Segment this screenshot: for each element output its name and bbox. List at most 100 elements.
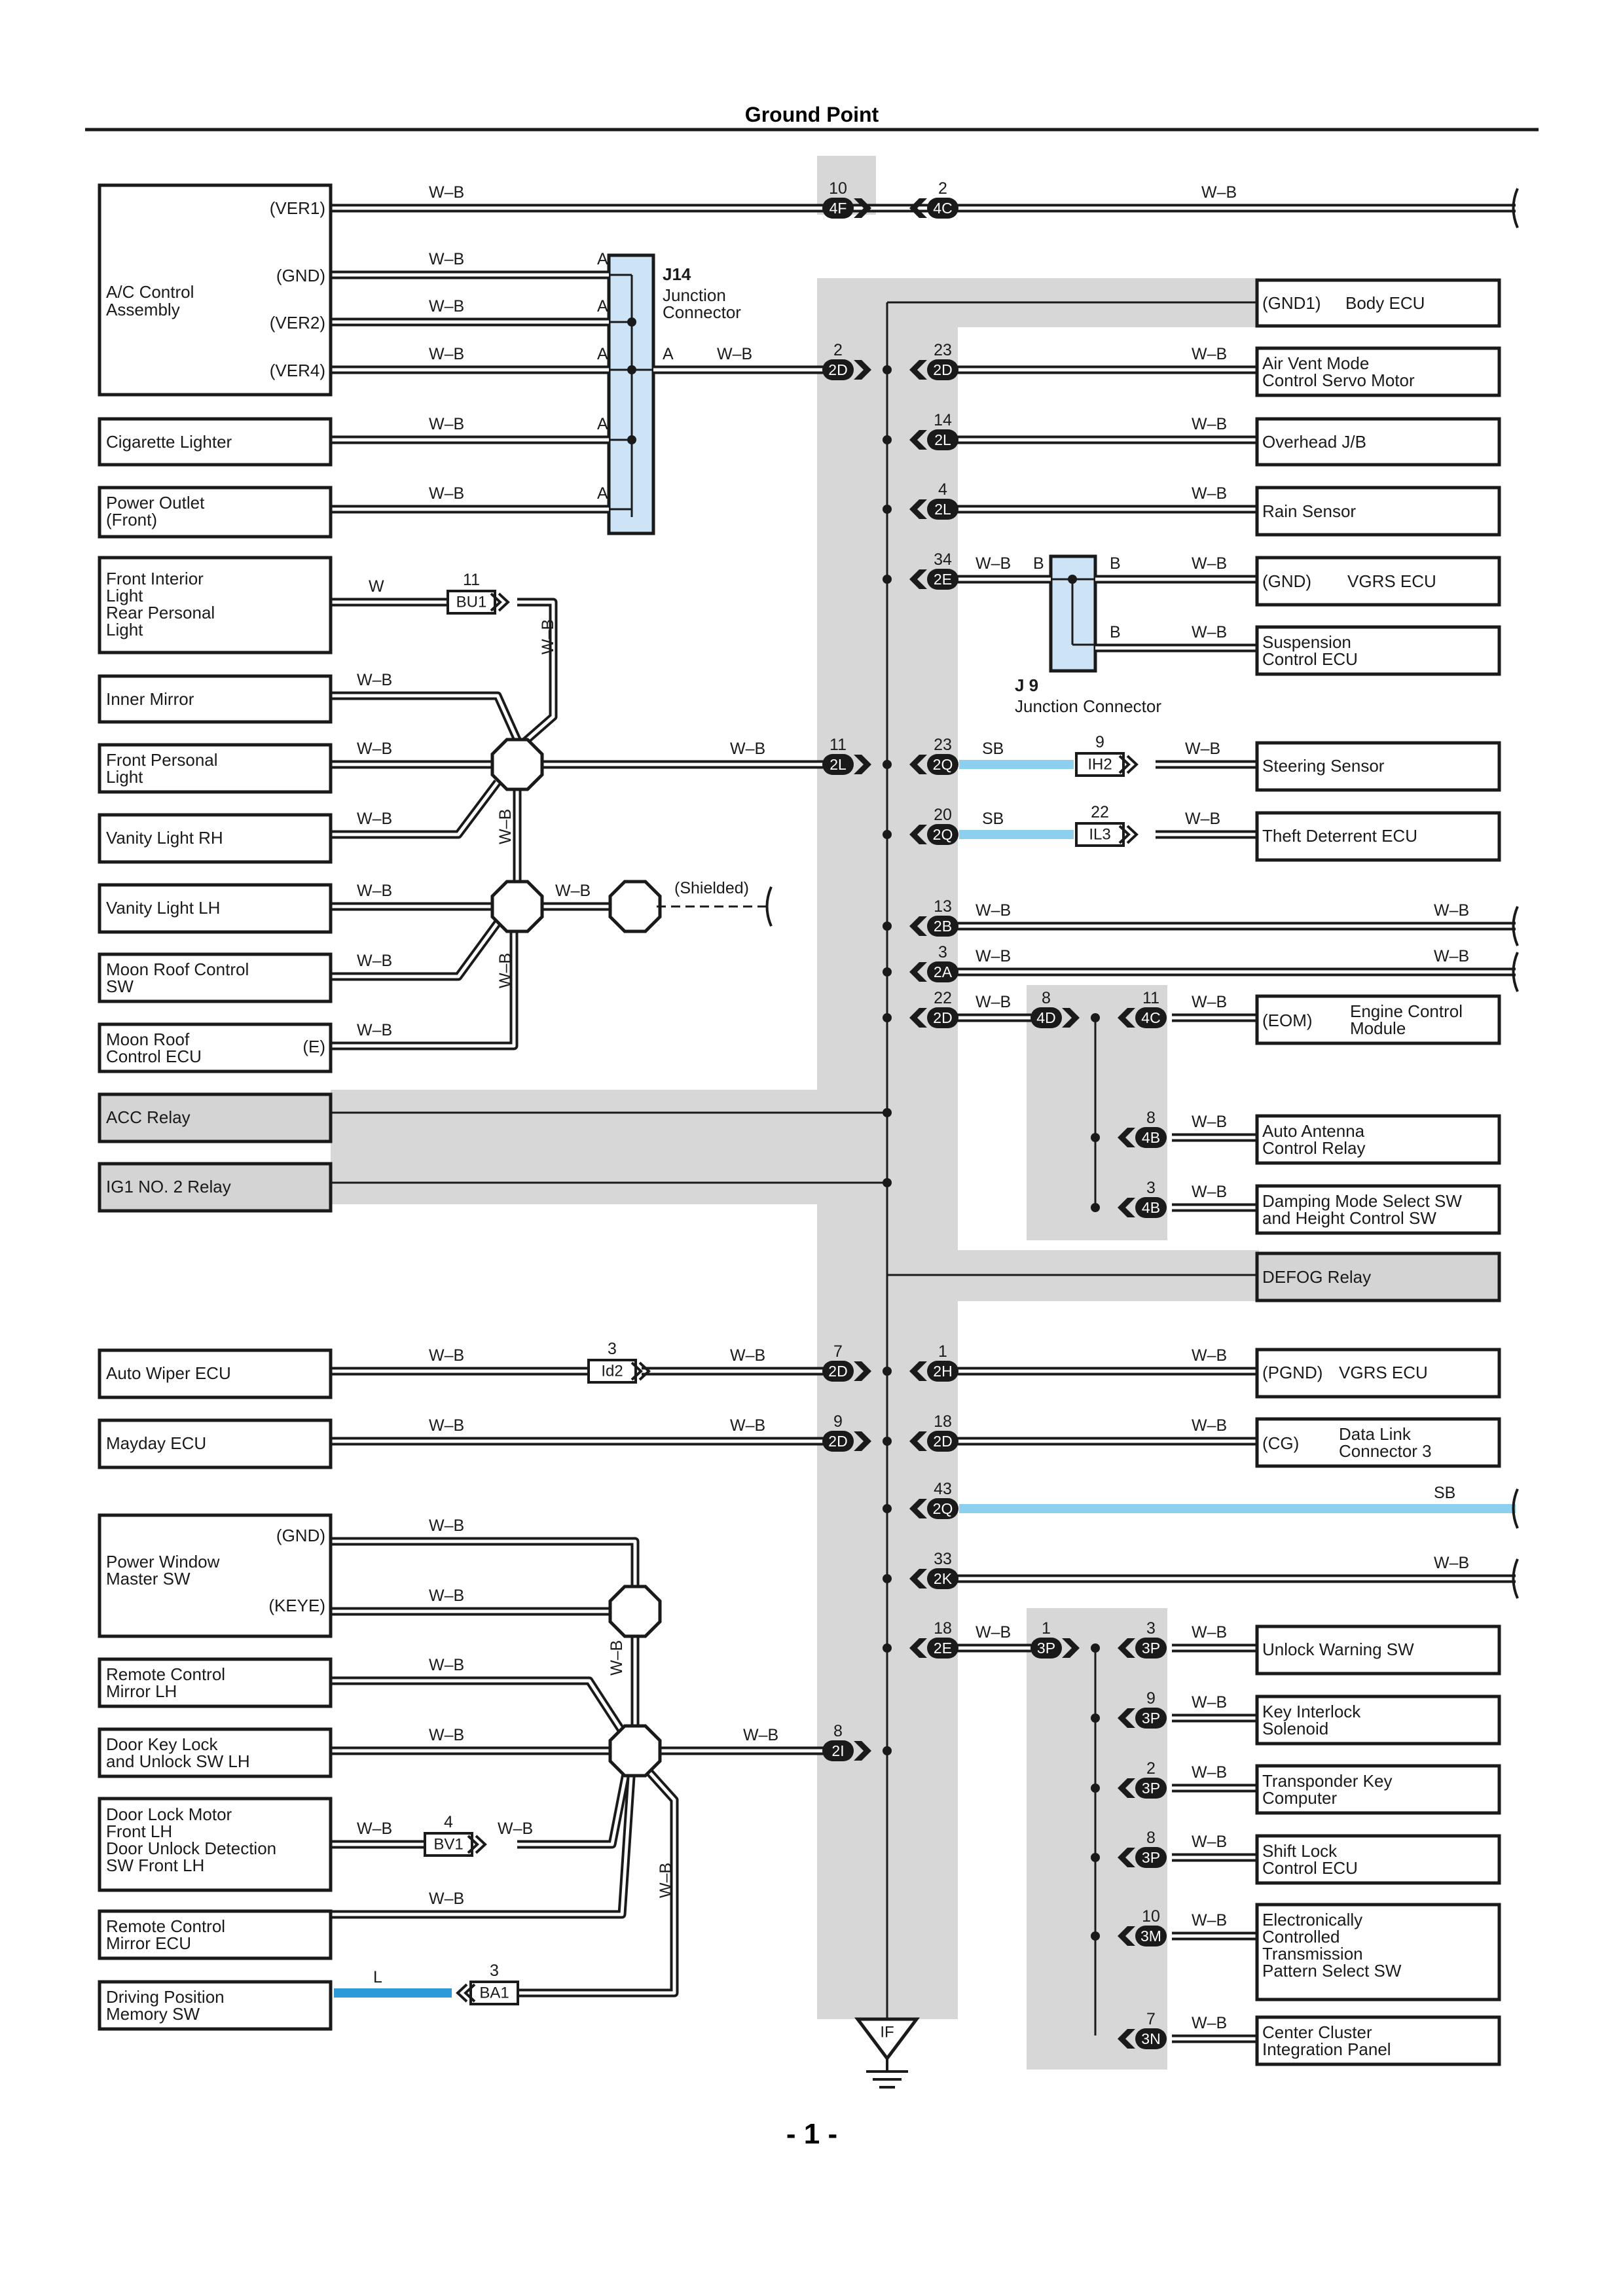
remote-mirror-lh-box [98,1657,333,1708]
wire-color-label: W–B [1434,1554,1469,1572]
wire-inner-mirror [331,694,519,741]
steering-sensor-label: Steering Sensor [1262,756,1385,776]
defog-relay-label: DEFOG Relay [1262,1267,1371,1287]
key-interlock-box [1255,1695,1501,1746]
wire-color-label: W–B [976,993,1011,1011]
connector-code: 4F [830,200,847,217]
wire-labels: W–B W–B W–B W–B W–B W–B W–B W–B W–B W–B W–B W–B W–B W… [357,183,1519,2032]
transponder-box [1255,1764,1501,1815]
moonroof-ecu-pin: (E) [302,1037,325,1056]
wire-break-mark [1512,1558,1519,1599]
air-vent-box [1255,346,1501,397]
component-boxes: A/C ControlAssembly(VER1)(GND)(VER2)(VER… [98,183,1501,2066]
wire-break-mark [1512,188,1519,228]
junction-dot [883,505,892,514]
wire-color-label: SB [1434,1484,1455,1502]
junction-dot [883,1013,892,1022]
data-link-box [1255,1417,1501,1468]
unlock-warning-box [1255,1624,1501,1676]
rain-sensor-label: Rain Sensor [1262,501,1356,521]
wire-color-label: W–B [730,1416,765,1435]
wire-color-label: W–B [357,952,392,970]
wire-color-label: W–B [429,415,464,433]
connector-c2D_a: 2D2 [822,341,871,380]
wire-color-label: W–B [357,1820,392,1838]
remote-mirror-ecu-label-2: Mirror ECU [106,1933,191,1953]
wire-moonroof-sw [331,922,500,978]
connector-c2H: 2H1 [909,1342,958,1382]
engine-control-box [1255,994,1501,1045]
air-vent-label-1: Air Vent Mode [1262,353,1369,373]
remote-mirror-ecu-label-1: Remote Control [106,1916,225,1936]
key-interlock-label-2: Solenoid [1262,1719,1328,1738]
wire-color-label: A [597,484,608,503]
wire-color-label: SB [982,810,1004,828]
ac-pin-ver4: (VER4) [270,361,325,380]
wire-color-label: SB [982,740,1004,758]
wire-color-label: W–B [1192,345,1227,363]
wire-color-label: A [597,297,608,315]
remote-mirror-lh-label-2: Mirror LH [106,1681,177,1701]
data-link-label-1: Data Link [1339,1424,1412,1444]
front-interior-box [98,556,333,655]
wire-color-label: W–B [1192,1113,1227,1131]
power-window-label-2: Master SW [106,1569,191,1588]
remote-mirror-ecu-box [98,1909,333,1960]
connector-pin: 8 [833,1722,843,1740]
ac-pin-ver1: (VER1) [270,198,325,218]
data-link-pin: (CG) [1262,1433,1299,1453]
auto-wiper-box [98,1348,333,1399]
connector-code: 3P [1037,1640,1055,1657]
connector-code: 2L [934,431,951,448]
power-window-box [98,1513,333,1638]
moonroof-ecu-box [98,1022,333,1073]
door-lock-motor-label-2: Front LH [106,1821,172,1841]
wire-color-label: B [1110,623,1121,641]
theft-deterrent-label: Theft Deterrent ECU [1262,826,1417,846]
junction-dot [883,1178,892,1187]
ac-control-name-1: A/C Control [106,282,194,302]
door-lock-motor-label-1: Door Lock Motor [106,1804,232,1824]
connector-c3P_c: 3P2 [1118,1759,1167,1799]
acc-relay-box [98,1092,333,1143]
wire-mirror-lh [331,1679,624,1732]
wire-color-label: W [369,577,384,596]
power-outlet-label-2: (Front) [106,510,157,529]
connector-code: 2L [934,501,951,518]
key-interlock-label-1: Key Interlock [1262,1702,1361,1721]
wire-bv1 [517,1767,629,1846]
j9-label: Junction Connector [1015,696,1161,716]
connector-c2A: 2A3 [909,943,958,982]
body-ecu-box [1255,278,1501,328]
connector-c2I: 2I8 [822,1722,871,1761]
wire-color-label: W–B [429,250,464,268]
wire-color-label: W–B [429,1346,464,1365]
steering-sensor-box [1255,741,1501,792]
wire-color-label: W–B [429,183,464,202]
front-interior-label-4: Light [106,620,143,639]
vgrs-ecu-1-label: VGRS ECU [1347,571,1436,591]
connector-pin: 43 [934,1480,952,1498]
connector-pin: 11 [1142,989,1159,1007]
power-window-pin-keye: (KEYE) [268,1596,325,1615]
wire-color-label: W–B [1192,1623,1227,1641]
wire-color-label: W–B [357,1021,392,1039]
connector-pin: 22 [934,989,952,1007]
wire-color-label: W–B [1201,183,1237,202]
wire-color-label: W–B [976,554,1011,573]
ectp-label-4: Pattern Select SW [1262,1961,1402,1981]
wire-color-label: A [597,345,608,363]
wire-break-mark [1512,1488,1519,1529]
connector-pin: 22 [1091,803,1109,821]
junction-dot [1091,1013,1100,1022]
wire-color-label: W–B [976,901,1011,920]
door-lock-motor-label-3: Door Unlock Detection [106,1839,276,1858]
wire-moonroof-sw-outer [331,920,501,981]
connector-code: 3P [1142,1640,1160,1657]
wire-color-label: W–B [429,484,464,503]
